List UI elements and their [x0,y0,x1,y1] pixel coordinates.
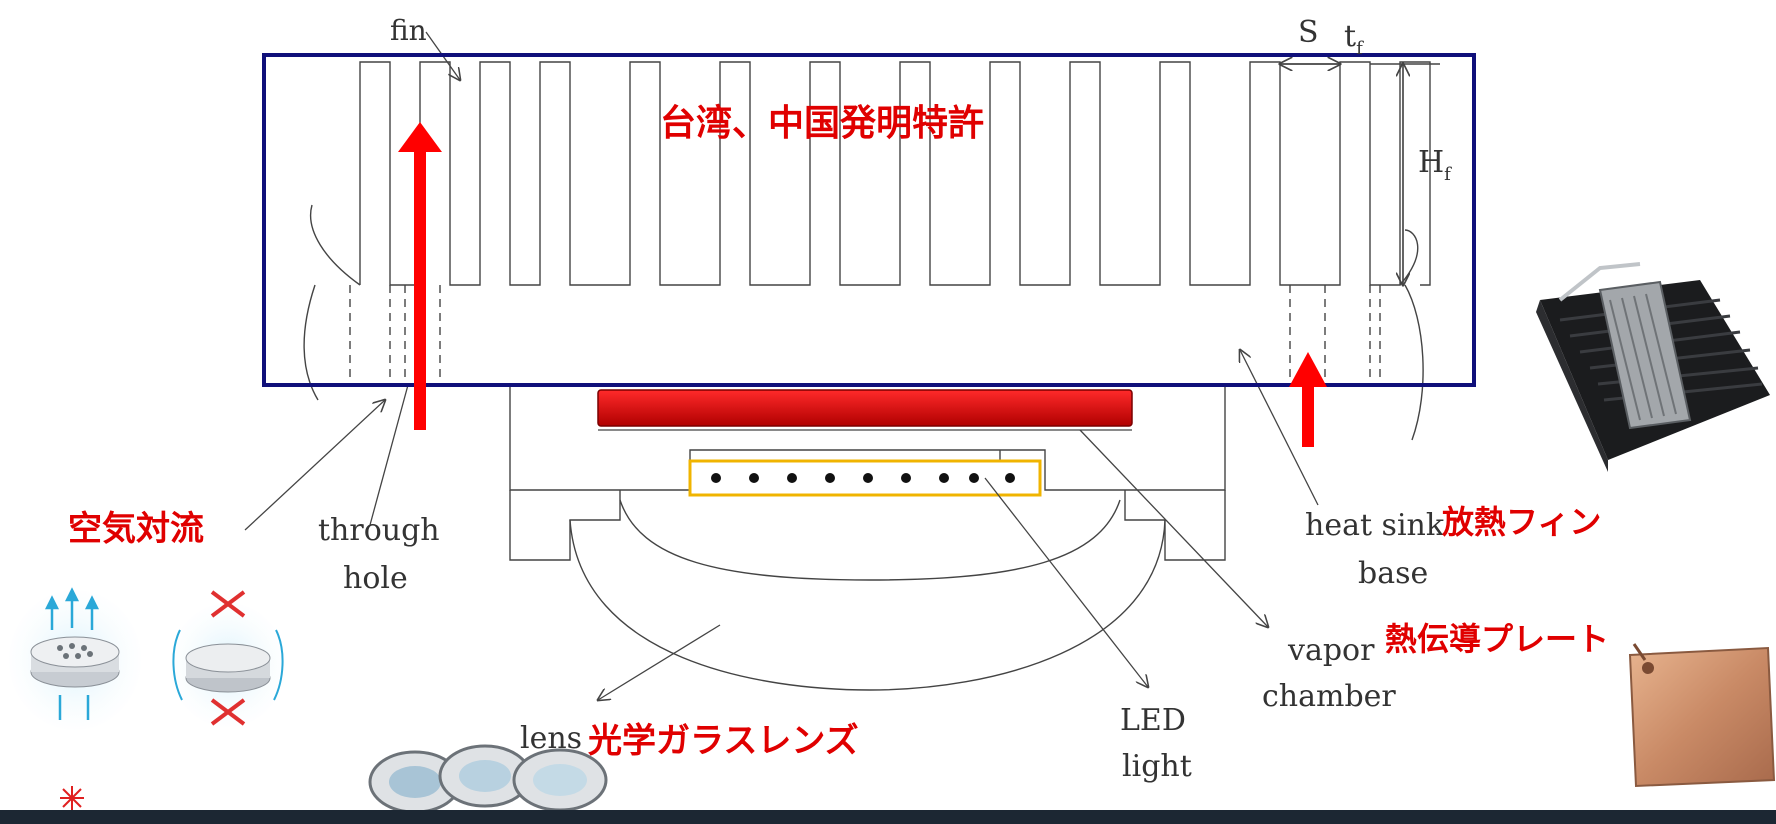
copper-plate-photo [1628,643,1776,788]
floodlight-heatsink-photo [1536,262,1770,472]
label-through-hole: through hole [318,513,449,596]
annotation-optical-lens: 光学ガラスレンズ [588,721,859,761]
label-heat-sink-base: heat sink base [1305,508,1454,591]
label-led-light: LED light [1120,703,1195,784]
led-dots [711,473,1015,483]
label-tf: tf [1344,19,1364,59]
label-vapor-chamber: vapor chamber [1262,633,1396,714]
annotation-air-convection: 空気対流 [68,509,204,549]
leader-lines [244,31,1319,700]
annotation-patent: 台湾、中国発明特許 [660,102,984,144]
airflow-arrow-right [1289,352,1327,447]
label-Hf: Hf [1418,145,1452,185]
annotation-heat-fin: 放熱フィン [1442,503,1601,541]
highlight-box [262,53,1476,387]
glass-lens-photos [368,744,608,814]
annotation-thermal-plate: 熱伝導プレート [1385,620,1609,658]
label-S: S [1298,15,1319,50]
airflow-illustration [9,587,286,730]
label-fin: fin [390,14,427,47]
vapor-chamber-plate [597,389,1133,427]
bottom-bar [0,810,1776,824]
fin-array [303,62,1440,441]
lamp-housing [509,385,1226,691]
light-burst-icon [60,786,84,810]
airflow-arrow-left [398,122,442,430]
